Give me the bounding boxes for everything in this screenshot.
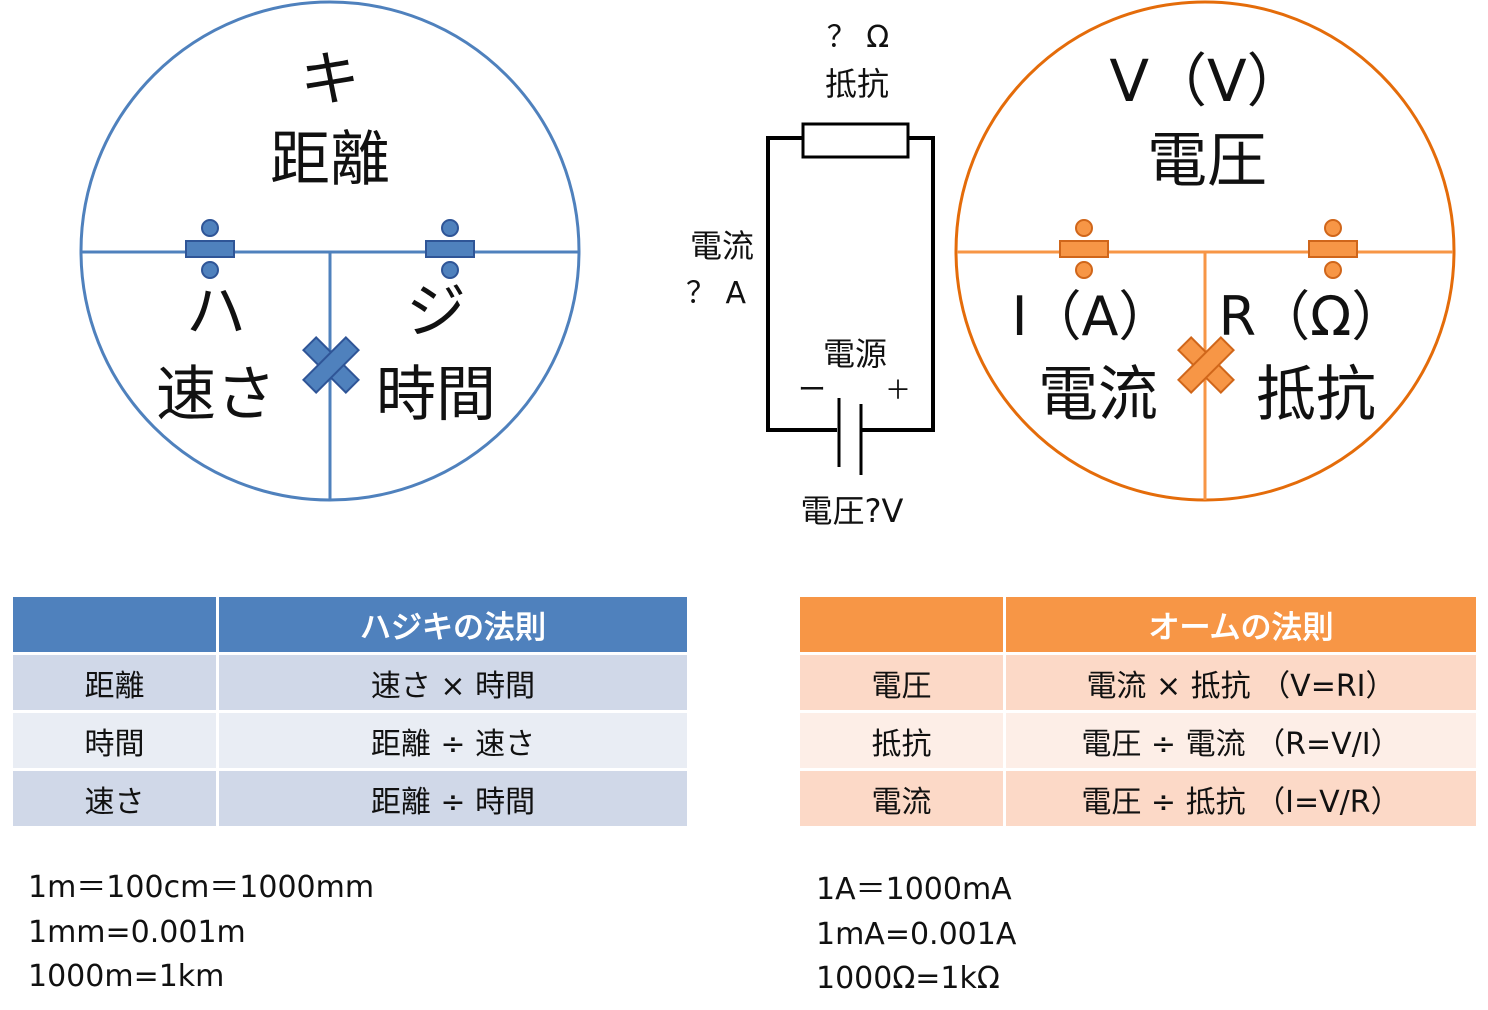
haji-multiply-icon xyxy=(302,336,360,394)
unit-note: 1mA=0.001A xyxy=(816,916,1017,952)
ohm-top-letter: V（V） xyxy=(1109,47,1304,115)
haji-left-label: 速さ xyxy=(156,360,276,430)
haji-rule-table: ハジキの法則 距離 速さ × 時間 時間 距離 ÷ 速さ 速さ 距離 ÷ 時間 xyxy=(10,594,690,829)
table-row: 距離 速さ × 時間 xyxy=(13,655,687,710)
ohm-left-letter: I（A） xyxy=(1012,285,1173,348)
minus-sign: ー xyxy=(798,373,826,406)
current-label: 電流 xyxy=(690,227,754,265)
unit-note: 1m＝100cm＝1000mm xyxy=(28,870,375,905)
table-row-formula: 電圧 ÷ 抵抗 （I=V/R） xyxy=(1006,771,1476,826)
table-row: 速さ 距離 ÷ 時間 xyxy=(13,771,687,826)
table-row-formula: 距離 ÷ 時間 xyxy=(219,771,687,826)
table-row-label: 電流 xyxy=(800,771,1003,826)
haji-divide-icon-right xyxy=(425,219,475,279)
table-row: 電圧 電流 × 抵抗 （V=RI） xyxy=(800,655,1476,710)
haji-left-letter: ハ xyxy=(186,277,246,347)
unit-note: 1A＝1000mA xyxy=(816,872,1012,907)
unit-note: 1000m=1km xyxy=(28,959,225,994)
diagram-canvas: キ 距離 ハ 速さ ジ 時間 ？ Ω 抵抗 電流 ？ A 電源 ー ＋ 電圧?V xyxy=(79,0,1456,530)
haji-top-letter: キ xyxy=(300,45,360,115)
plus-sign: ＋ xyxy=(885,376,911,406)
ohm-divide-icon-left xyxy=(1059,219,1109,279)
table-title: オームの法則 xyxy=(1006,597,1476,652)
ohm-divide-icon-right xyxy=(1308,219,1358,279)
electric-unit-notes: 1A＝1000mA 1mA=0.001A 1000Ω=1kΩ xyxy=(816,868,1016,1002)
unit-note: 1000Ω=1kΩ xyxy=(816,961,1000,996)
haji-right-label: 時間 xyxy=(376,360,496,430)
table-row-label: 抵抗 xyxy=(800,713,1003,768)
table-row-formula: 電流 × 抵抗 （V=RI） xyxy=(1006,655,1476,710)
haji-divide-icon-left xyxy=(185,219,235,279)
ohm-multiply-icon xyxy=(1177,336,1235,394)
table-row-formula: 距離 ÷ 速さ xyxy=(219,713,687,768)
ohm-circle: V（V） 電圧 I（A） 電流 R（Ω） 抵抗 xyxy=(954,0,1456,502)
table-row-formula: 速さ × 時間 xyxy=(219,655,687,710)
voltage-label: 電圧?V xyxy=(801,492,904,530)
table-row: 抵抗 電圧 ÷ 電流 （R=V/I） xyxy=(800,713,1476,768)
table-row-label: 時間 xyxy=(13,713,216,768)
resistance-label: 抵抗 xyxy=(825,65,889,103)
power-source-label: 電源 xyxy=(823,335,887,373)
haji-right-letter: ジ xyxy=(406,277,466,347)
ohm-right-letter: R（Ω） xyxy=(1219,285,1406,348)
resistance-value: ？ Ω xyxy=(827,20,889,55)
table-header-cell xyxy=(13,597,216,652)
table-row-label: 電圧 xyxy=(800,655,1003,710)
current-value: ？ A xyxy=(686,276,747,311)
ohm-top-label: 電圧 xyxy=(1147,126,1267,196)
circuit-wire xyxy=(766,136,935,432)
table-title: ハジキの法則 xyxy=(219,597,687,652)
table-header-cell xyxy=(800,597,1003,652)
unit-note: 1mm=0.001m xyxy=(28,914,246,950)
table-row-label: 速さ xyxy=(13,771,216,826)
table-row: 時間 距離 ÷ 速さ xyxy=(13,713,687,768)
haji-top-label: 距離 xyxy=(270,125,390,195)
haji-circle: キ 距離 ハ 速さ ジ 時間 xyxy=(79,0,581,502)
ohm-rule-table: オームの法則 電圧 電流 × 抵抗 （V=RI） 抵抗 電圧 ÷ 電流 （R=V… xyxy=(797,594,1479,829)
table-header-row: オームの法則 xyxy=(800,597,1476,652)
table-header-row: ハジキの法則 xyxy=(13,597,687,652)
ohm-left-label: 電流 xyxy=(1038,360,1158,430)
resistor-symbol xyxy=(801,122,910,159)
table-row-label: 距離 xyxy=(13,655,216,710)
table-row-formula: 電圧 ÷ 電流 （R=V/I） xyxy=(1006,713,1476,768)
table-row: 電流 電圧 ÷ 抵抗 （I=V/R） xyxy=(800,771,1476,826)
ohm-right-label: 抵抗 xyxy=(1256,360,1376,430)
circuit-diagram: ？ Ω 抵抗 電流 ？ A 電源 ー ＋ 電圧?V xyxy=(686,20,935,530)
distance-unit-notes: 1m＝100cm＝1000mm 1mm=0.001m 1000m=1km xyxy=(28,866,374,1000)
